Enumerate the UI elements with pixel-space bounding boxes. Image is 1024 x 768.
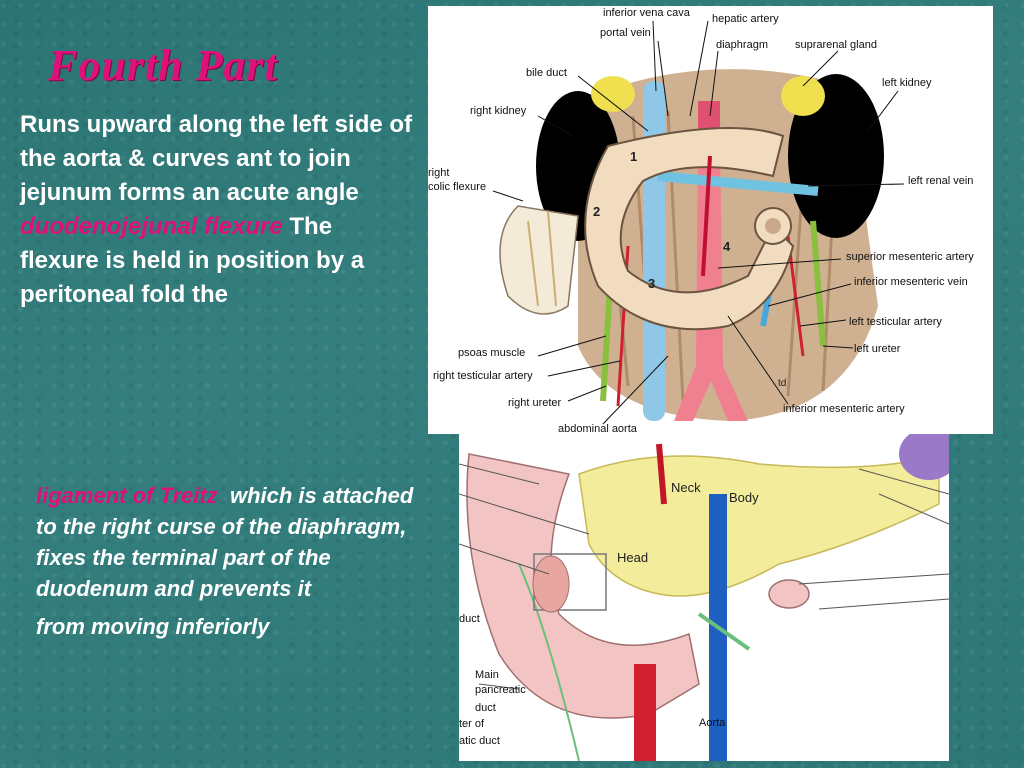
label-right-colic-flexure-line2: colic flexure [428, 181, 486, 193]
label-neck: Neck [671, 480, 701, 495]
label-pancreatic: pancreatic [475, 684, 526, 696]
para1-highlight-term: duodenojejunal flexure [20, 213, 283, 240]
label-left-renal-vein: left renal vein [908, 175, 973, 187]
label-right-ureter: right ureter [508, 397, 562, 409]
para2-text-last: from moving inferiorly [36, 614, 270, 639]
label-right-kidney: right kidney [470, 105, 527, 117]
label-right-testicular-artery: right testicular artery [433, 370, 533, 382]
label-main: Main [475, 669, 499, 681]
para2-highlight-term: ligament of Treitz [36, 483, 218, 508]
label-left-testicular-artery: left testicular artery [849, 316, 942, 328]
label-inferior-vena-cava: inferior vena cava [603, 7, 691, 19]
aorta-shape [634, 664, 656, 761]
label-hepatic-artery: hepatic artery [712, 13, 779, 25]
label-duct-2: duct [475, 702, 496, 714]
pancreas-anatomy-figure: Neck Body Head duct Main pancreatic duct… [459, 434, 949, 761]
part-3-label: 3 [648, 276, 655, 291]
slide-title: Fourth Part [48, 41, 278, 90]
para2-text-middle: which is attached to the right curse of … [36, 483, 414, 601]
duodenum-anatomy-figure: 1 2 3 4 td inferior vena cava hepatic ar… [428, 6, 993, 435]
duodenum-anatomy-illustration: 1 2 3 4 td inferior vena cava hepatic ar… [428, 7, 974, 435]
label-body: Body [729, 490, 759, 505]
label-bile-duct: bile duct [526, 67, 567, 79]
label-abdominal-aorta: abdominal aorta [558, 423, 638, 434]
para1-text-after: The flexure is held in position by a per… [20, 213, 365, 308]
label-aorta: Aorta [699, 717, 726, 729]
part-1-label: 1 [630, 149, 637, 164]
body-paragraph-1: Runs upward along the left side of the a… [20, 108, 415, 312]
duodenum-shape [584, 127, 795, 331]
label-atic-duct: atic duct [459, 735, 500, 747]
label-left-kidney: left kidney [882, 77, 932, 89]
label-inferior-mesenteric-artery: inferior mesenteric artery [783, 403, 905, 415]
label-portal-vein: portal vein [600, 27, 651, 39]
part-4-label: 4 [723, 239, 731, 254]
label-left-ureter: left ureter [854, 343, 901, 355]
label-diaphragm: diaphragm [716, 39, 768, 51]
label-duct: duct [459, 613, 480, 625]
left-kidney-shape [788, 74, 884, 238]
part-2-label: 2 [593, 204, 600, 219]
label-head: Head [617, 550, 648, 565]
td-label: td [778, 378, 786, 389]
pancreas-anatomy-illustration: Neck Body Head duct Main pancreatic duct… [459, 434, 949, 761]
body-paragraph-2: ligament of Treitz which is attached to … [36, 480, 416, 642]
label-psoas-muscle: psoas muscle [458, 347, 525, 359]
para1-text-before: Runs upward along the left side of the a… [20, 111, 413, 206]
label-right-colic-flexure-line1: right [428, 167, 449, 179]
label-ter-of: ter of [459, 718, 485, 730]
label-superior-mesenteric-artery: superior mesenteric artery [846, 251, 974, 263]
label-inferior-mesenteric-vein: inferior mesenteric vein [854, 276, 968, 288]
label-suprarenal-gland: suprarenal gland [795, 39, 877, 51]
